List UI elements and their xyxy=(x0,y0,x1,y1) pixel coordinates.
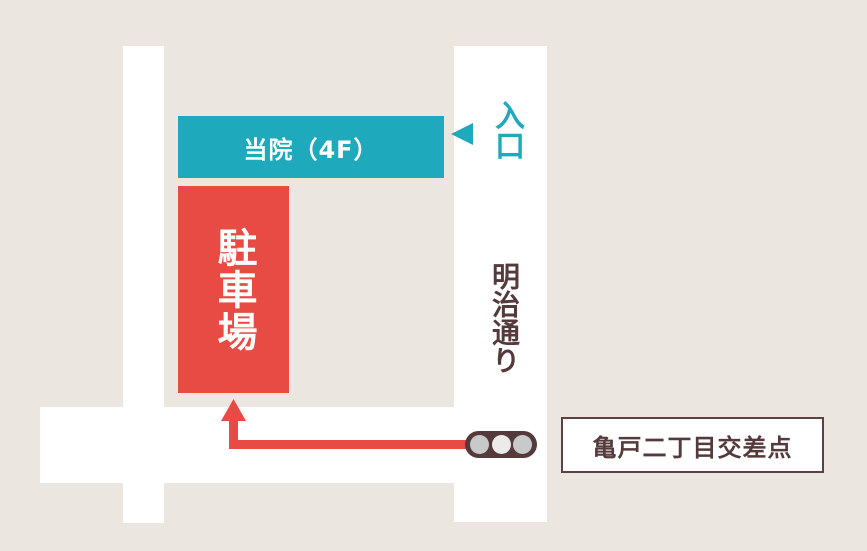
arrow-up-icon xyxy=(221,399,246,421)
traffic-light-bulb xyxy=(512,435,532,454)
intersection-label: 亀戸二丁目交差点 xyxy=(561,417,824,473)
intersection-label-text: 亀戸二丁目交差点 xyxy=(592,433,793,462)
traffic-light-bulb xyxy=(491,435,511,454)
entrance-pointer-icon xyxy=(451,123,473,145)
parking-lot: 駐車場 xyxy=(178,186,289,393)
clinic-building: 当院（4F） xyxy=(178,116,444,178)
route-line-vertical xyxy=(229,418,238,449)
parking-label: 駐車場 xyxy=(210,226,257,353)
clinic-label: 当院（4F） xyxy=(243,135,379,164)
street-label: 明治通り xyxy=(488,262,521,374)
traffic-light-bulb xyxy=(470,435,490,454)
route-line-horizontal xyxy=(229,440,469,449)
entrance-label: 入口 xyxy=(489,100,524,160)
traffic-light-icon xyxy=(465,431,537,458)
